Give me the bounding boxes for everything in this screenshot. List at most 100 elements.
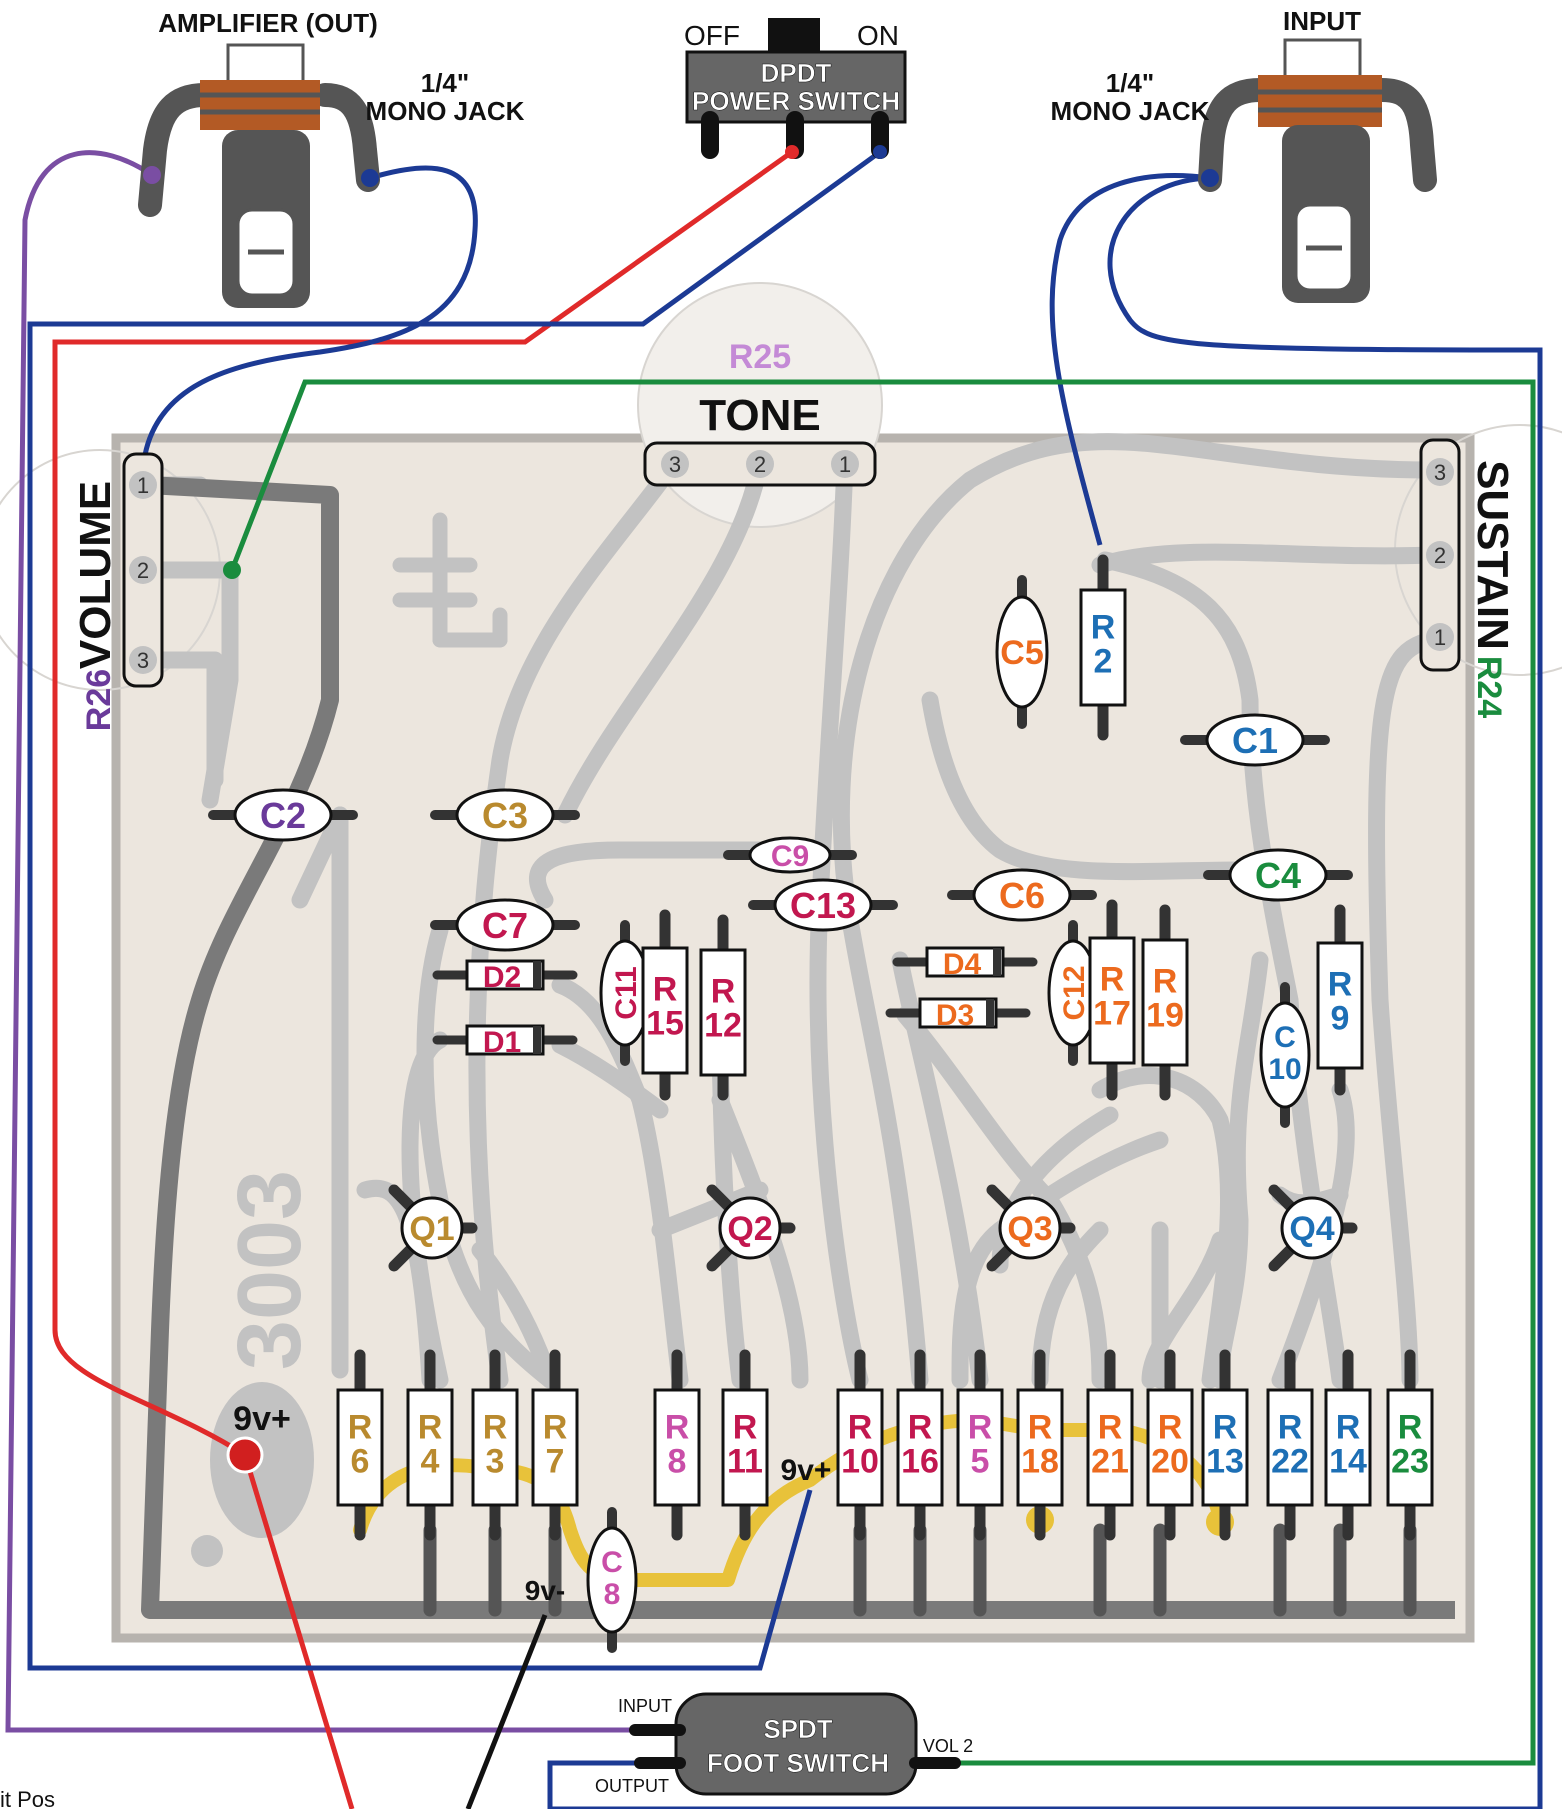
foot-switch-body [674, 1692, 918, 1796]
volume-pot-designator: R26 [80, 669, 118, 731]
transistor-label: Q2 [727, 1210, 772, 1248]
sustain-pot: 3 2 1 [1419, 438, 1461, 672]
volume-pin-2: 2 [137, 558, 149, 583]
input-jack [1198, 38, 1437, 303]
9v-plus-label: 9v+ [233, 1400, 291, 1438]
switch-off-label: OFF [684, 20, 740, 51]
volume-pin-1: 1 [137, 473, 149, 498]
resistor-label: R [665, 1408, 690, 1446]
volume-pin-3: 3 [137, 648, 149, 673]
volume-wire-pad [223, 561, 241, 579]
resistor-r5: R5 [956, 1349, 1004, 1541]
wire-blue-input-to-footswitch [547, 175, 1543, 1809]
sustain-pin-2: 2 [1434, 543, 1446, 568]
diode-d1: D1 [432, 1024, 578, 1059]
resistor-label: R [908, 1408, 933, 1446]
resistor-r20: R20 [1146, 1349, 1194, 1541]
transistor-q2: Q2 [706, 1184, 796, 1272]
capacitor-label: C [1274, 1021, 1296, 1054]
sustain-pot-designator: R24 [1470, 656, 1508, 718]
foot-vol2-label: VOL 2 [923, 1736, 973, 1756]
amp-jack-size: 1/4" [421, 68, 469, 98]
resistor-label: R [1328, 966, 1353, 1004]
wire-red-9v-out [242, 1454, 355, 1809]
foot-switch-type: SPDT [763, 1714, 832, 1744]
volume-pot: 1 2 3 [122, 452, 164, 688]
diode-d4: D4 [892, 946, 1038, 981]
resistor-r15: R15 [641, 909, 689, 1101]
capacitor-label: C [601, 1546, 623, 1579]
capacitor-c6: C6 [947, 868, 1097, 922]
resistor-label: 14 [1329, 1442, 1367, 1480]
resistor-label: 23 [1391, 1442, 1429, 1480]
resistor-label: R [1213, 1408, 1238, 1446]
resistor-label: 11 [727, 1442, 763, 1480]
capacitor-label: C11 [610, 966, 643, 1019]
amp-jack-type: MONO JACK [366, 96, 525, 126]
tone-pot: 3 2 1 [643, 441, 877, 487]
transistor-q1: Q1 [388, 1184, 478, 1272]
resistor-r8: R8 [653, 1349, 701, 1541]
resistor-label: R [733, 1408, 758, 1446]
resistor-label: R [543, 1408, 568, 1446]
tone-pin-2: 2 [754, 452, 766, 477]
wire-black-9v-minus [465, 1614, 548, 1809]
foot-input-label: INPUT [618, 1696, 672, 1716]
resistor-label: R [711, 973, 736, 1011]
resistor-label: R [348, 1408, 373, 1446]
capacitor-label: C12 [1058, 965, 1091, 1020]
resistor-r11: R11 [721, 1349, 769, 1541]
jack-sleeve [1258, 75, 1382, 127]
resistor-label: R [1158, 1408, 1183, 1446]
resistor-r16: R16 [896, 1349, 944, 1541]
resistor-r21: R21 [1086, 1349, 1134, 1541]
capacitor-c2: C2 [208, 788, 358, 842]
capacitor-label: C1 [1232, 720, 1278, 761]
amp-out-jack [138, 43, 380, 308]
resistor-label: R [1098, 1408, 1123, 1446]
power-switch-name: POWER SWITCH [692, 86, 900, 116]
resistor-r18: R18 [1016, 1349, 1064, 1541]
wire-blue-input-to-r2 [1049, 173, 1211, 546]
resistor-label: 17 [1093, 995, 1131, 1033]
resistor-label: R [1028, 1408, 1053, 1446]
capacitor-label: 10 [1268, 1053, 1301, 1086]
capacitor-label: C2 [260, 795, 306, 836]
input-label: INPUT [1283, 6, 1361, 36]
resistor-r13: R13 [1201, 1349, 1249, 1541]
board-number: 3003 [220, 1170, 320, 1370]
resistor-label: 13 [1206, 1442, 1244, 1480]
9v-plus-label-2: 9v+ [781, 1454, 832, 1487]
diode-label: D3 [936, 999, 974, 1032]
resistor-r14: R14 [1324, 1349, 1372, 1541]
capacitor-c11: C11 [599, 920, 651, 1066]
pcb-traces [139, 433, 1441, 1389]
resistor-label: 22 [1271, 1442, 1309, 1480]
jack-plug [1283, 38, 1362, 82]
tone-pin-3: 3 [669, 452, 681, 477]
capacitor-c9: C9 [723, 836, 857, 874]
input-jack-type: MONO JACK [1051, 96, 1210, 126]
tone-pot-designator: R25 [729, 338, 791, 376]
diode-label: D2 [483, 961, 521, 994]
resistor-label: 9 [1331, 1000, 1350, 1038]
switch-lever [768, 18, 820, 56]
transistor-label: Q3 [1007, 1210, 1052, 1248]
foot-output-label: OUTPUT [595, 1776, 669, 1796]
ground-bus [141, 476, 1455, 1619]
diode-label: D4 [943, 948, 982, 981]
partial-caption: it Pos [0, 1787, 55, 1809]
capacitor-label: C7 [482, 905, 528, 946]
resistor-label: 12 [704, 1007, 742, 1045]
power-switch-type: DPDT [761, 58, 832, 88]
resistor-r23: R23 [1386, 1349, 1434, 1541]
resistor-label: 8 [668, 1442, 687, 1480]
resistor-label: R [1091, 608, 1116, 646]
transistor-label: Q1 [409, 1210, 454, 1248]
resistor-r3: R3 [471, 1349, 519, 1541]
capacitor-c3: C3 [430, 788, 580, 842]
capacitor-label: 8 [604, 1578, 621, 1611]
jack-plug [226, 43, 305, 87]
capacitor-label: C5 [1000, 634, 1043, 672]
